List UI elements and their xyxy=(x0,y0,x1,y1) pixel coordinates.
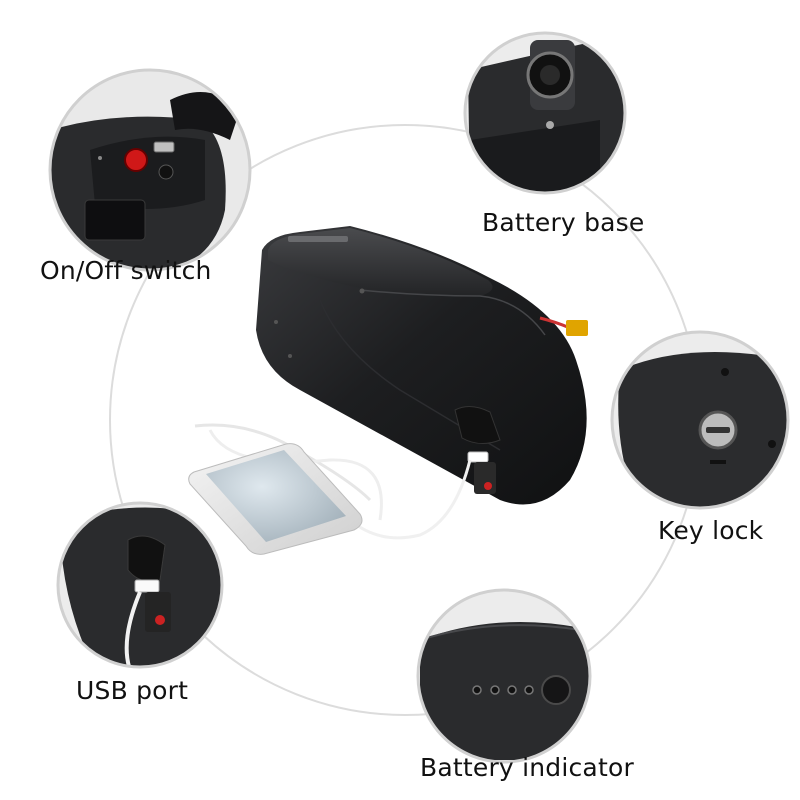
main-battery xyxy=(256,226,588,505)
label-battery-indicator: Battery indicator xyxy=(420,753,634,782)
battery-indicator-leds-icon xyxy=(472,685,534,695)
label-battery-base: Battery base xyxy=(482,208,645,237)
smartphone xyxy=(188,423,472,555)
key-lock-closeup xyxy=(610,330,790,510)
battery-base-closeup xyxy=(463,31,627,195)
label-on-off-switch: On/Off switch xyxy=(40,256,212,285)
label-usb-port: USB port xyxy=(76,676,189,705)
usb-port-icon xyxy=(153,141,175,153)
label-key-lock: Key lock xyxy=(658,516,764,545)
power-switch-icon xyxy=(124,148,148,172)
battery-indicator-closeup xyxy=(416,588,592,764)
on-off-switch-closeup xyxy=(48,68,252,272)
usb-port-closeup xyxy=(56,501,224,669)
